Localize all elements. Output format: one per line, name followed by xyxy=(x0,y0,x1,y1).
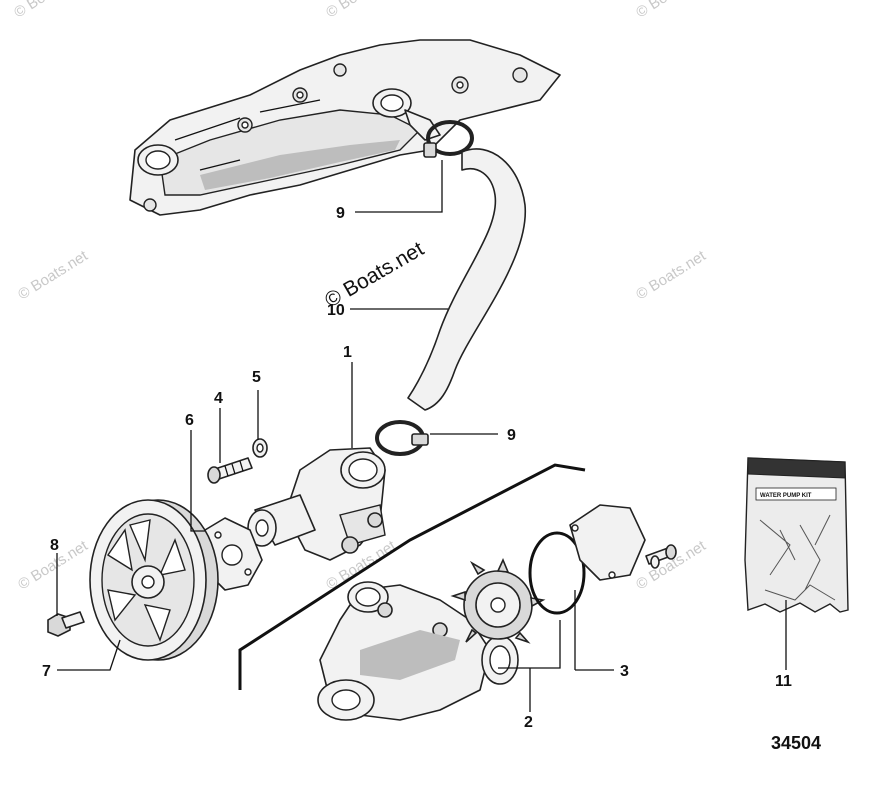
callout-9: 9 xyxy=(336,205,345,222)
watermark: © Boats.net xyxy=(15,247,91,304)
callout-1: 1 xyxy=(343,344,352,361)
cover-plate xyxy=(569,504,646,581)
diagram-number: 34504 xyxy=(771,733,821,753)
clamp-screw-top xyxy=(423,142,437,158)
clamp-screw-bottom xyxy=(411,433,429,446)
callout-5: 5 xyxy=(252,369,261,386)
watermark: © Boats.net xyxy=(11,0,87,21)
callout-7: 7 xyxy=(42,663,51,680)
callouts: 9 10 1 9 5 4 6 8 7 3 2 11 xyxy=(42,205,792,731)
pulley xyxy=(89,499,219,661)
water-pump-main xyxy=(247,447,386,561)
hose-assembly xyxy=(375,120,526,456)
callout-4: 4 xyxy=(214,390,223,407)
callout-2: 2 xyxy=(524,714,533,731)
watermark: © Boats.net xyxy=(323,0,399,21)
watermark: © Boats.net xyxy=(633,0,709,21)
leader-lines xyxy=(56,160,787,712)
repair-kit-bag: WATER PUMP KIT xyxy=(744,457,849,613)
callout-6: 6 xyxy=(185,412,194,429)
washer xyxy=(252,438,268,458)
callout-11: 11 xyxy=(775,673,792,690)
pulley-bolt xyxy=(47,611,85,637)
callout-10: 10 xyxy=(327,302,345,319)
callout-3: 3 xyxy=(620,663,629,680)
watermark: © Boats.net xyxy=(633,247,709,304)
kit-bag-label: WATER PUMP KIT xyxy=(760,493,812,499)
water-pump-lower xyxy=(317,581,519,721)
callout-9: 9 xyxy=(507,427,516,444)
callout-8: 8 xyxy=(50,537,59,554)
o-ring xyxy=(528,531,586,615)
section-divider xyxy=(238,463,586,690)
impeller xyxy=(450,557,546,644)
cover-screw xyxy=(645,544,677,569)
hose xyxy=(407,148,526,411)
cap-screw xyxy=(207,457,253,484)
hose-clamp-top xyxy=(426,120,474,156)
